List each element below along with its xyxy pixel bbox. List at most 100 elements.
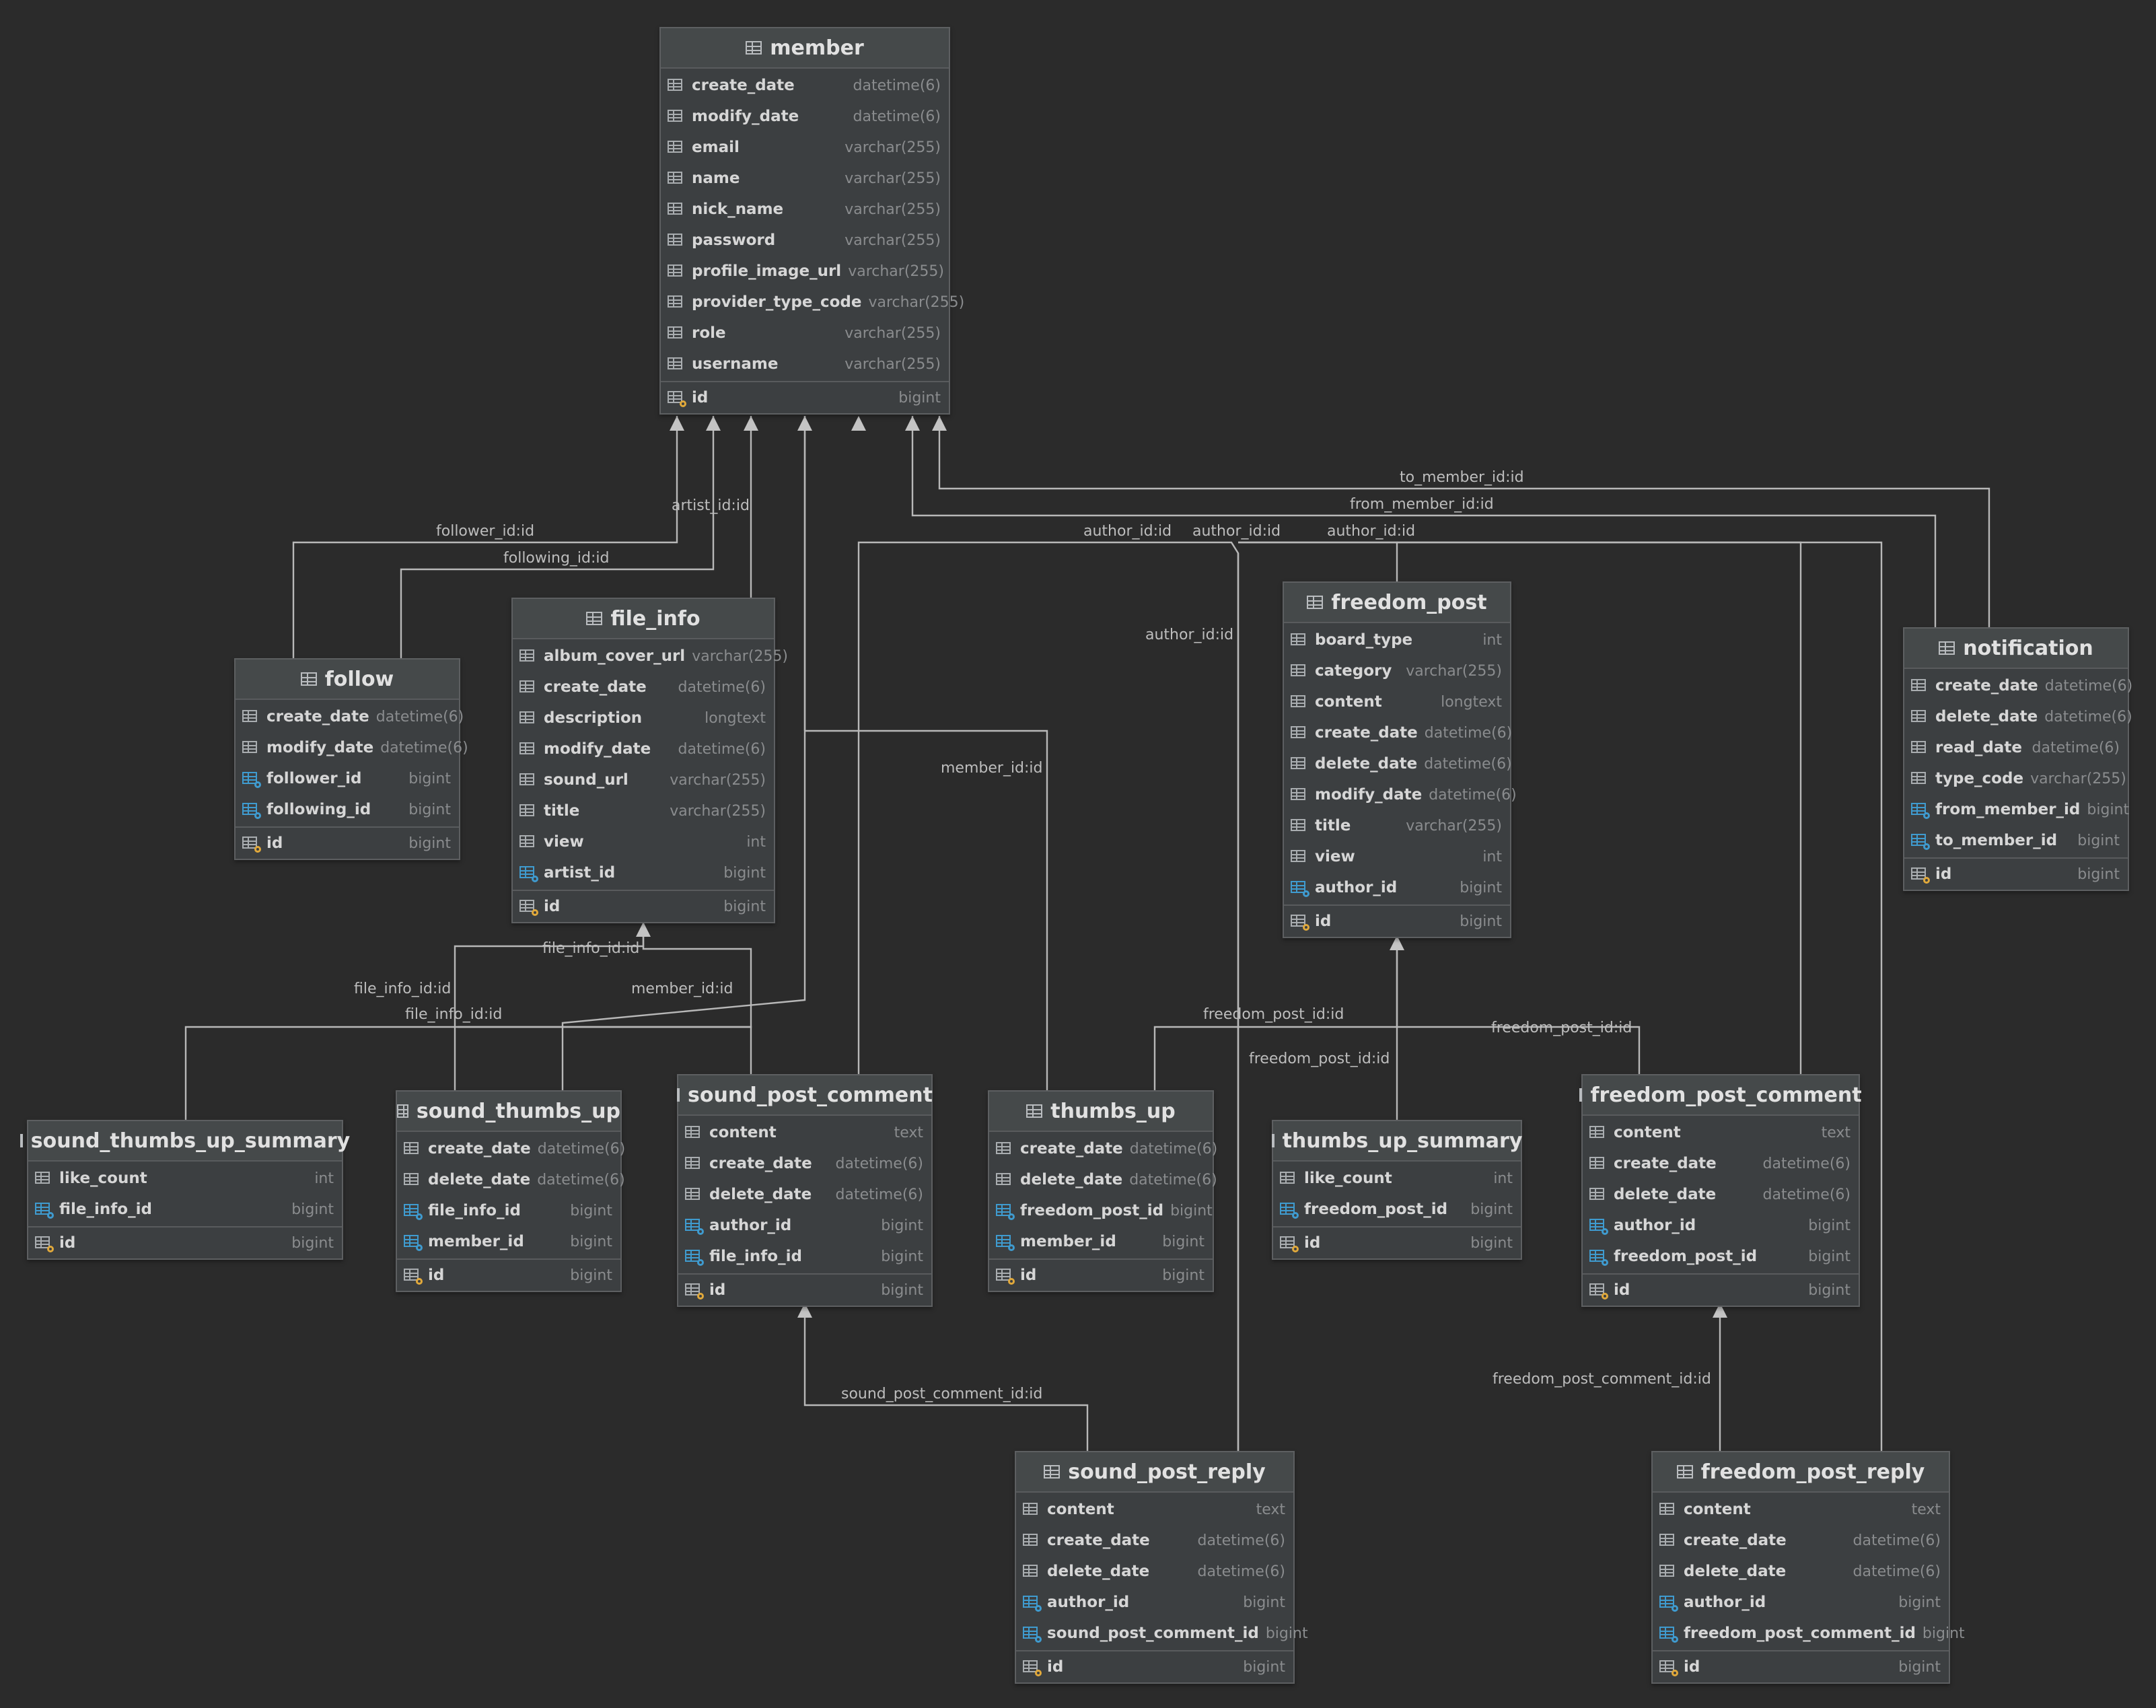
table-icon: [1579, 1088, 1583, 1102]
relation-label: author_id:id: [1083, 523, 1172, 540]
relation-line: [400, 416, 715, 658]
column-name: id: [59, 1234, 76, 1252]
table-icon: [677, 1088, 680, 1102]
